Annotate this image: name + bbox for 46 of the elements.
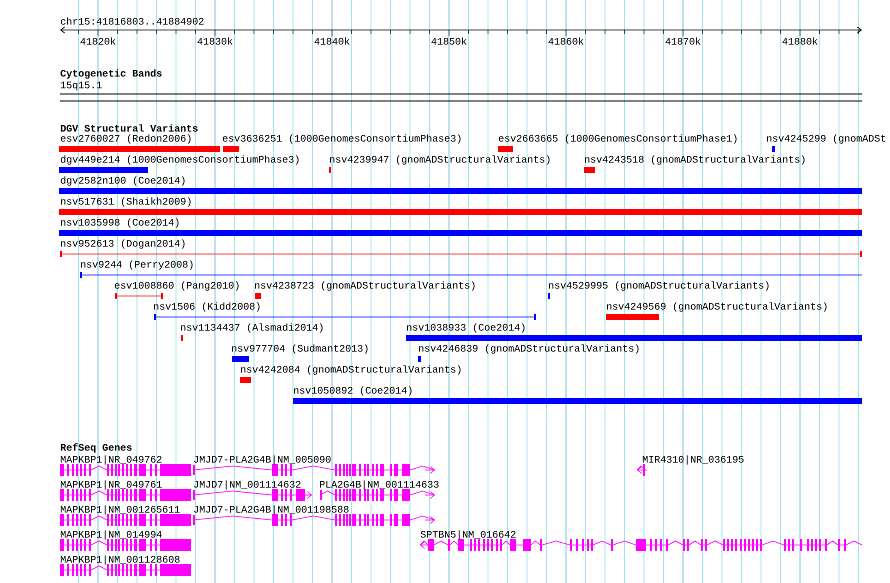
- variant-label: nsv4238723 (gnomADStructuralVariants): [255, 281, 475, 291]
- variant-label: esv2760027 (Redon2006): [60, 134, 191, 144]
- tick-label: 41870k: [666, 37, 700, 45]
- gene-label: MAPKBP1|NM_001128608: [60, 555, 180, 565]
- track-title: Cytogenetic Bands: [60, 69, 162, 79]
- variant-label: esv2663665 (1000GenomesConsortiumPhase1): [498, 134, 737, 144]
- gene-label: MIR4310|NR_036195: [642, 455, 744, 465]
- variant-label: nsv1134437 (Alsmadi2014): [181, 323, 323, 333]
- tick-label: 41850k: [432, 37, 466, 45]
- variant-label: nsv4246839 (gnomADStructuralVariants): [419, 344, 639, 354]
- variant-label: nsv4242084 (gnomADStructuralVariants): [241, 365, 461, 375]
- track-title: RefSeq Genes: [60, 443, 132, 453]
- variant-label: dgv449e214 (1000GenomesConsortiumPhase3): [60, 155, 299, 165]
- variant-label: nsv4245299 (gnomADSt: [767, 134, 886, 144]
- variant-label: nsv4529995 (gnomADStructuralVariants): [549, 281, 769, 291]
- variant-label: nsv1050892 (Coe2014): [294, 386, 412, 396]
- tick-label: 41820k: [80, 37, 116, 45]
- gene-label: JMJD7-PLA2G4B|NM_001198588: [194, 505, 349, 515]
- variant-label: nsv4243518 (gnomADStructuralVariants): [585, 155, 805, 165]
- tick-label: 41830k: [198, 37, 232, 45]
- variant-label: dgv2582n100 (Coe2014): [60, 176, 185, 186]
- location-label: chr15:41816803..41884902: [60, 17, 204, 25]
- variant-label: nsv1506 (Kidd2008): [154, 302, 260, 312]
- tick-label: 41880k: [782, 37, 818, 45]
- variant-label: nsv4249569 (gnomADStructuralVariants): [607, 302, 827, 312]
- gene-label: JMJD7-PLA2G4B|NM_005090: [194, 455, 331, 465]
- variant-label: nsv1035998 (Coe2014): [61, 218, 179, 228]
- tick-label: 41860k: [548, 37, 584, 45]
- variant-label: nsv9244 (Perry2008): [81, 260, 193, 270]
- gene-label: MAPKBP1|NM_001265611: [60, 505, 180, 515]
- variant-label: nsv952613 (Dogan2014): [61, 239, 185, 249]
- gene-label: MAPKBP1|NR_049761: [60, 480, 162, 490]
- variant-label: nsv977704 (Sudmant2013): [232, 344, 368, 354]
- band-label: 15q15.1: [60, 82, 102, 90]
- gene-label: PLA2G4B|NM_001114633: [320, 480, 439, 490]
- gene-label: MAPKBP1|NM_014994: [60, 530, 162, 540]
- gene-label: MAPKBP1|NR_049762: [60, 455, 162, 465]
- variant-label: esv3636251 (1000GenomesConsortiumPhase3): [222, 134, 461, 144]
- gene-label: JMJD7|NM_001114632: [194, 480, 300, 490]
- gene-label: SPTBN5|NM_016642: [420, 530, 516, 540]
- variant-label: nsv4239947 (gnomADStructuralVariants): [330, 155, 550, 165]
- variant-label: nsv1038933 (Coe2014): [407, 323, 525, 333]
- variant-label: esv1008860 (Pang2010): [114, 281, 239, 291]
- variant-label: nsv517631 (Shaikh2009): [61, 197, 191, 207]
- track-title: DGV Structural Variants: [60, 124, 198, 132]
- tick-label: 41840k: [314, 37, 350, 45]
